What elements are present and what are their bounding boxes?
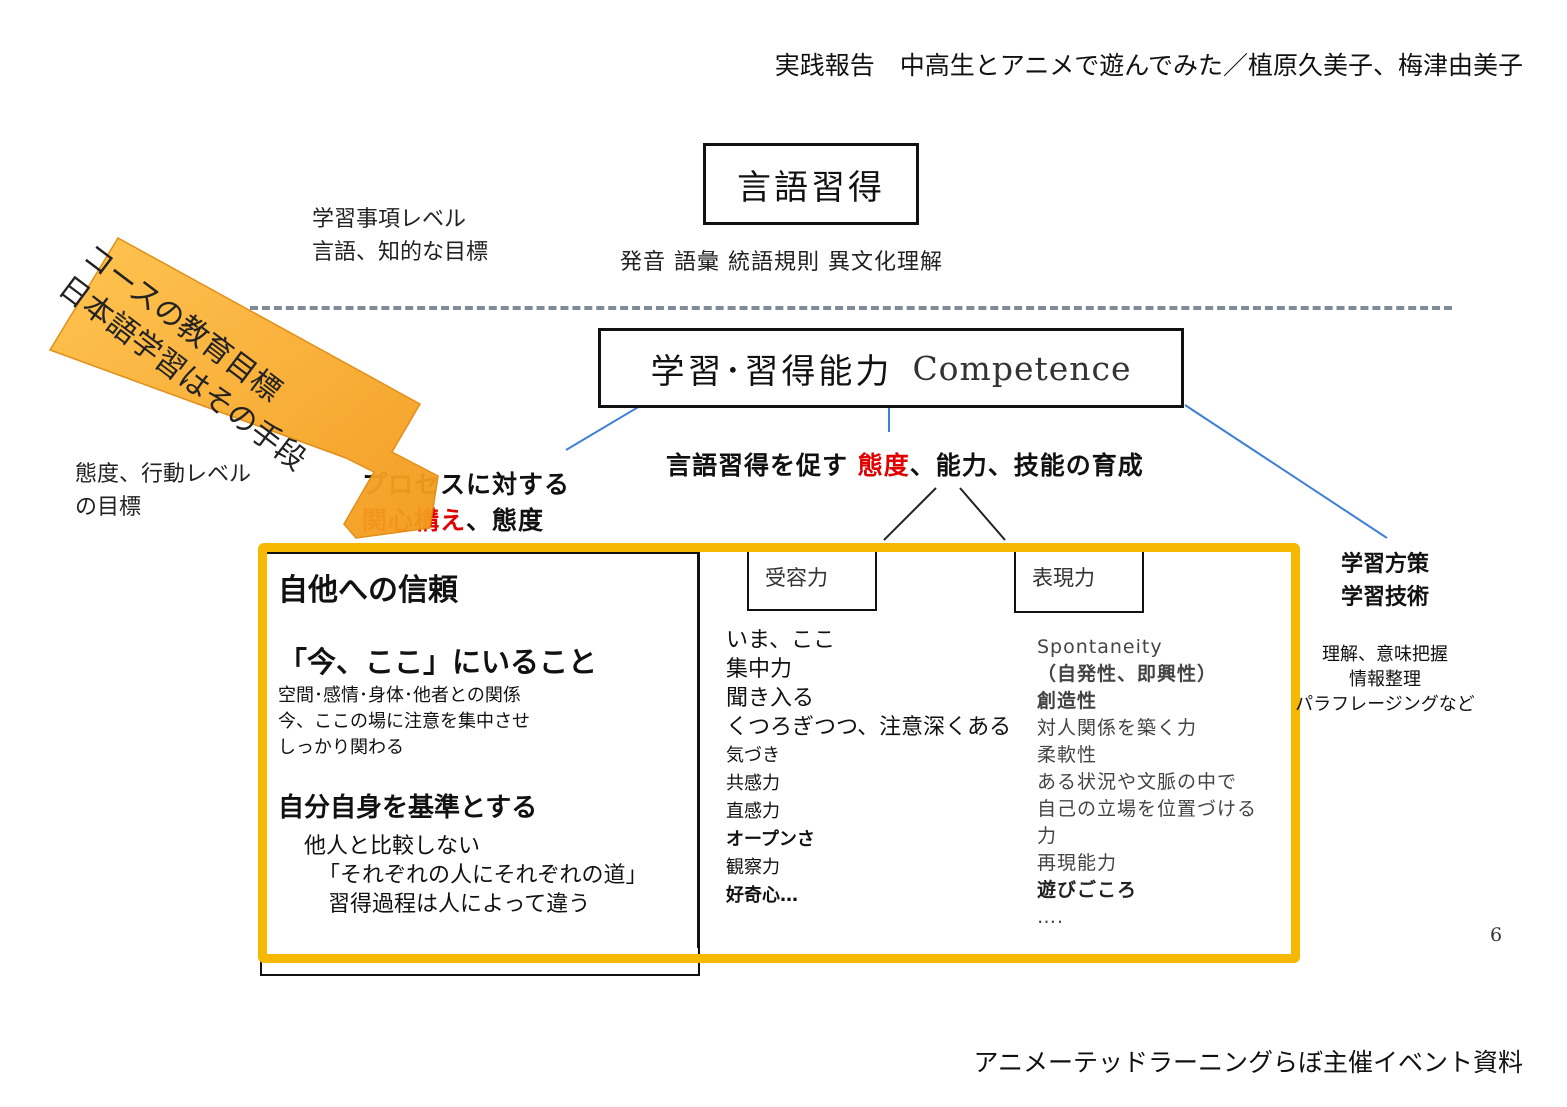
- section-divider: [250, 306, 1452, 310]
- receptive-item: 聞き入る: [726, 686, 815, 711]
- receptive-item: いま、ここ: [726, 628, 836, 653]
- self-standard-heading: 自分自身を基準とする: [278, 793, 538, 823]
- attitude-level-line-1: 態度、行動レベル: [75, 462, 252, 487]
- attitude-level-line-2: の目標: [75, 495, 142, 520]
- page-number: 6: [1490, 924, 1503, 946]
- self-standard-line-2: 「それぞれの人にそれぞれの道」: [318, 863, 648, 888]
- trust-column: 自他への信頼 「今、ここ」にいること 空間･感情･身体･他者との関係 今、ここの…: [278, 565, 648, 919]
- report-title: 実践報告 中高生とアニメで遊んでみた／植原久美子、梅津由美子: [774, 51, 1523, 80]
- strategy-example: 情報整理: [1349, 669, 1421, 690]
- callout-arrow-shape: [48, 236, 439, 539]
- expressive-item: 再現能力: [1037, 852, 1118, 874]
- branch-line-right: [959, 487, 1006, 541]
- competence-label-en: Competence: [912, 348, 1132, 388]
- competence-label: 学習･習得能力: [650, 351, 893, 392]
- here-now-detail-3: しっかり関わる: [278, 737, 404, 758]
- competence-box: 学習･習得能力 Competence: [598, 328, 1184, 408]
- column-divider: [697, 552, 699, 948]
- process-line-2-after: 、態度: [466, 506, 545, 535]
- expressive-box: 表現力: [1014, 550, 1144, 613]
- strategy-example: 理解、意味把握: [1322, 644, 1448, 665]
- receptive-box: 受容力: [747, 550, 877, 611]
- expressive-item: 柔軟性: [1037, 744, 1098, 766]
- learning-strategy-examples: 理解、意味把握 情報整理 パラフレージングなど: [1290, 642, 1480, 717]
- branch-line-left: [883, 487, 937, 541]
- subline-before: 言語習得を促す: [666, 451, 858, 480]
- language-items: 発音 語彙 統語規則 異文化理解: [620, 250, 943, 275]
- course-goal-callout: [48, 236, 439, 539]
- connector-line-right: [1184, 404, 1388, 539]
- expressive-item: 自己の立場を位置づける: [1037, 798, 1258, 820]
- subline-attitude: 態度: [857, 451, 910, 480]
- receptive-item: 直感力: [726, 801, 780, 822]
- here-now-detail-2: 今、ここの場に注意を集中させ: [278, 711, 530, 732]
- learning-strategies: 学習方策 学習技術: [1315, 548, 1455, 614]
- here-now-detail-1: 空間･感情･身体･他者との関係: [278, 685, 521, 706]
- expressive-item: Spontaneity: [1037, 636, 1163, 658]
- course-goal-frame: [258, 543, 1300, 963]
- trust-title: 自他への信頼: [278, 573, 458, 608]
- expressive-item: （自発性、即興性）: [1037, 663, 1218, 685]
- expressive-item: 力: [1037, 825, 1058, 847]
- subline-after: 、能力、技能の育成: [909, 451, 1144, 480]
- language-acquisition-box: 言語習得: [703, 143, 919, 225]
- receptive-item: 好奇心…: [726, 885, 798, 906]
- learning-item-level: 学習事項レベル 言語、知的な目標: [312, 203, 488, 269]
- self-standard-line-1: 他人と比較しない: [304, 834, 481, 859]
- attitude-level: 態度、行動レベル の目標: [75, 458, 251, 524]
- level-line-1: 学習事項レベル: [312, 207, 467, 232]
- strategy-example: パラフレージングなど: [1295, 694, 1475, 715]
- expressive-item: 遊びごころ: [1037, 879, 1138, 901]
- expressive-item: ある状況や文脈の中で: [1037, 771, 1238, 793]
- strategy-line-2: 学習技術: [1340, 585, 1429, 610]
- receptive-label: 受容力: [765, 566, 828, 590]
- receptive-item: 観察力: [726, 857, 780, 878]
- level-line-2: 言語、知的な目標: [312, 240, 489, 265]
- receptive-item: くつろぎつつ、注意深くある: [726, 715, 1012, 740]
- here-now-heading: 「今、ここ」にいること: [278, 645, 598, 679]
- receptive-item: 集中力: [726, 657, 793, 682]
- receptive-item: 共感力: [726, 773, 780, 794]
- expressive-item: ….: [1037, 906, 1065, 928]
- receptive-item: オープンさ: [726, 829, 815, 850]
- expressive-item: 創造性: [1037, 690, 1098, 712]
- expressive-list: Spontaneity （自発性、即興性） 創造性 対人関係を築く力 柔軟性 あ…: [1037, 634, 1257, 931]
- competence-subline: 言語習得を促す 態度、能力、技能の育成: [666, 446, 1144, 482]
- language-acquisition-label: 言語習得: [737, 167, 885, 208]
- expressive-item: 対人関係を築く力: [1037, 717, 1198, 739]
- connector-line-left: [565, 405, 641, 451]
- footer-text: アニメーテッドラーニングらぼ主催イベント資料: [973, 1048, 1523, 1077]
- receptive-item: 気づき: [726, 745, 780, 766]
- strategy-line-1: 学習方策: [1340, 552, 1429, 577]
- self-standard-line-3: 習得過程は人によって違う: [328, 892, 591, 917]
- expressive-label: 表現力: [1032, 566, 1095, 590]
- receptive-list: いま、ここ 集中力 聞き入る くつろぎつつ、注意深くある 気づき 共感力 直感力…: [726, 626, 1011, 910]
